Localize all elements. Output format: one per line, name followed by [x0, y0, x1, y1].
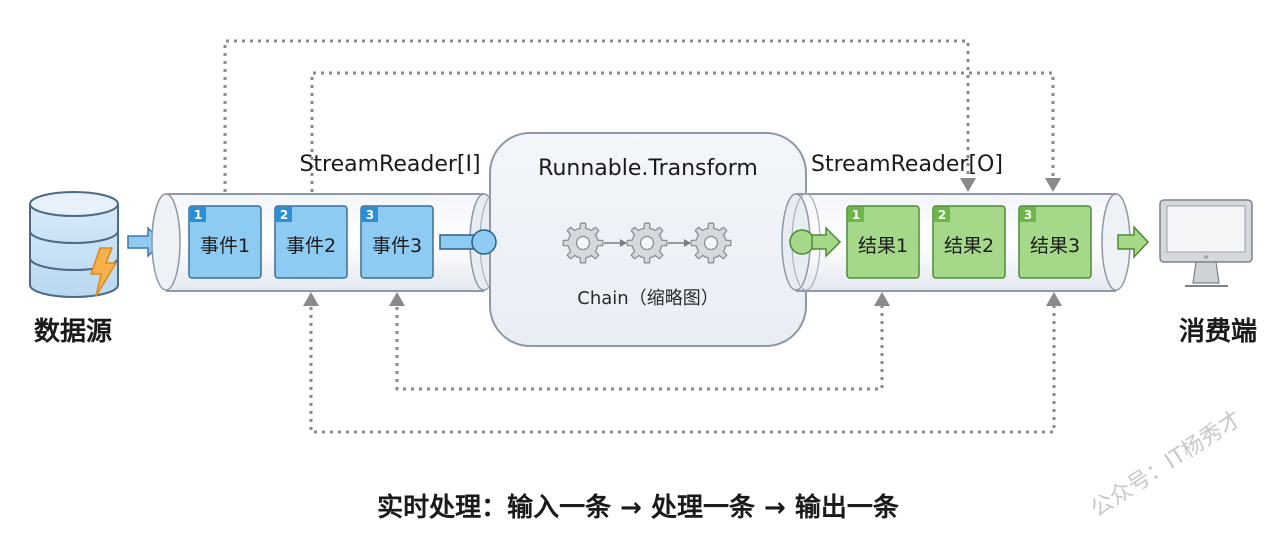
output-arrow-icon [1117, 225, 1150, 259]
item-box [188, 205, 262, 279]
item-badge [1020, 207, 1036, 222]
arrowheads-bottom [303, 292, 1062, 306]
item-label: 结果3 [1030, 235, 1080, 257]
item-badge [934, 207, 950, 222]
item-box [360, 205, 434, 279]
gear-icon [562, 222, 604, 264]
dotted-connectors-bottom [309, 305, 1056, 434]
item-box [932, 205, 1006, 279]
monitor-icon [1159, 199, 1253, 287]
item-badge-number: 1 [194, 208, 202, 222]
stream-item: 3 事件3 [360, 205, 434, 279]
item-badge [362, 207, 378, 222]
chain-arrow-icon [668, 239, 691, 247]
connector-result3-to-event2 [309, 305, 1056, 434]
lightning-icon [90, 247, 117, 297]
caption: 实时处理：输入一条 → 处理一条 → 输出一条 [377, 492, 900, 523]
item-badge-number: 3 [1024, 208, 1032, 222]
stream-item: 2 事件2 [274, 205, 348, 279]
stream-item: 1 事件1 [188, 205, 262, 279]
item-box [846, 205, 920, 279]
input-stream-label: StreamReader[I] [299, 152, 480, 177]
chain-arrow-icon [604, 239, 627, 247]
arrow-up-icon [303, 292, 319, 306]
gear-icon [626, 222, 668, 264]
arrow-up-icon [389, 292, 405, 306]
gear-chain [562, 222, 732, 264]
arrow-down-icon [1045, 178, 1061, 192]
source-label: 数据源 [34, 317, 112, 347]
arrow-up-icon [1046, 292, 1062, 306]
arrow-up-icon [874, 292, 890, 306]
item-badge-number: 1 [852, 208, 860, 222]
input-items: 1 事件1 2 事件2 3 事件3 [188, 205, 434, 279]
item-box [1018, 205, 1092, 279]
item-label: 事件3 [372, 235, 422, 257]
watermark: 公众号：IT杨秀才 [1087, 407, 1246, 523]
item-badge [848, 207, 864, 222]
arrowheads-top [960, 178, 1061, 192]
connector-result1-to-event3 [395, 305, 884, 391]
item-label: 结果2 [944, 235, 994, 257]
item-badge [276, 207, 292, 222]
output-items: 1 结果1 2 结果2 3 结果3 [846, 205, 1092, 279]
consumer-label: 消费端 [1179, 317, 1257, 347]
gear-icon [690, 222, 732, 264]
stream-item: 3 结果3 [1018, 205, 1092, 279]
connector-event2-to-result3 [310, 71, 1055, 200]
connector-event1-to-result2 [223, 39, 970, 200]
output-stream-label: StreamReader[O] [811, 152, 1003, 177]
item-box [274, 205, 348, 279]
item-badge [190, 207, 206, 222]
item-label: 结果1 [858, 235, 908, 257]
dotted-connectors-top [223, 39, 1055, 200]
arrow-down-icon [960, 178, 976, 192]
chain-label: Chain（缩略图） [577, 288, 718, 309]
stream-item: 2 结果2 [932, 205, 1006, 279]
output-connector [789, 226, 842, 258]
input-connector [439, 229, 497, 255]
item-badge-number: 3 [366, 208, 374, 222]
item-badge-number: 2 [938, 208, 946, 222]
transform-title: Runnable.Transform [538, 156, 758, 181]
item-label: 事件2 [286, 235, 336, 257]
stream-item: 1 结果1 [846, 205, 920, 279]
item-badge-number: 2 [280, 208, 288, 222]
item-label: 事件1 [200, 235, 250, 257]
